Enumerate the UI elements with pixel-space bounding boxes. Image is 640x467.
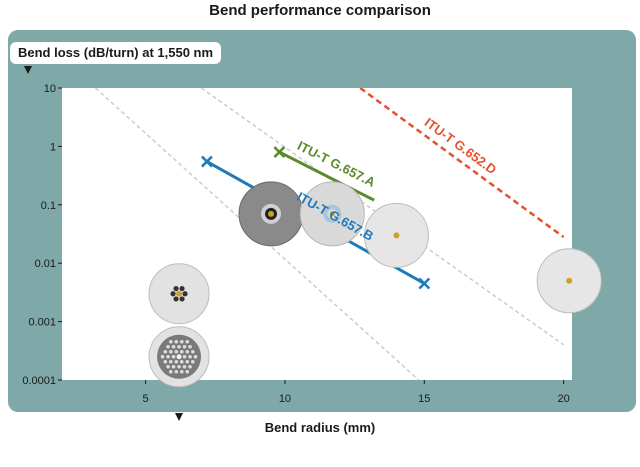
fiber-cross-section-icon (238, 181, 304, 247)
y-tick-label: 1 (50, 141, 56, 153)
x-tick-label: 20 (558, 393, 570, 405)
x-axis-arrow-icon (175, 413, 183, 421)
point-marker (418, 277, 431, 290)
fiber-cross-section-icon (536, 248, 602, 314)
fiber-cross-section-icon (148, 326, 210, 388)
y-axis-label: Bend loss (dB/turn) at 1,550 nm (10, 42, 222, 64)
y-tick-label: 0.0001 (22, 375, 56, 387)
x-axis-label: Bend radius (mm) (264, 420, 376, 435)
y-tick-label: 0.01 (35, 258, 56, 270)
x-tick-label: 15 (418, 393, 430, 405)
fiber-cross-section-icon (363, 202, 429, 268)
point-marker (201, 155, 213, 168)
y-tick-label: 10 (44, 83, 56, 95)
series-line (359, 88, 565, 239)
point-marker (273, 146, 286, 158)
y-axis-arrow-icon (24, 66, 32, 74)
x-tick-label: 5 (143, 393, 149, 405)
fiber-cross-section-icon (299, 181, 365, 247)
y-tick-label: 0.001 (28, 317, 56, 329)
chart-title: Bend performance comparison (209, 2, 431, 19)
y-tick-label: 0.1 (41, 200, 56, 212)
x-tick-label: 10 (279, 393, 291, 405)
series-line (278, 150, 375, 202)
fiber-cross-section-icon (148, 263, 210, 325)
